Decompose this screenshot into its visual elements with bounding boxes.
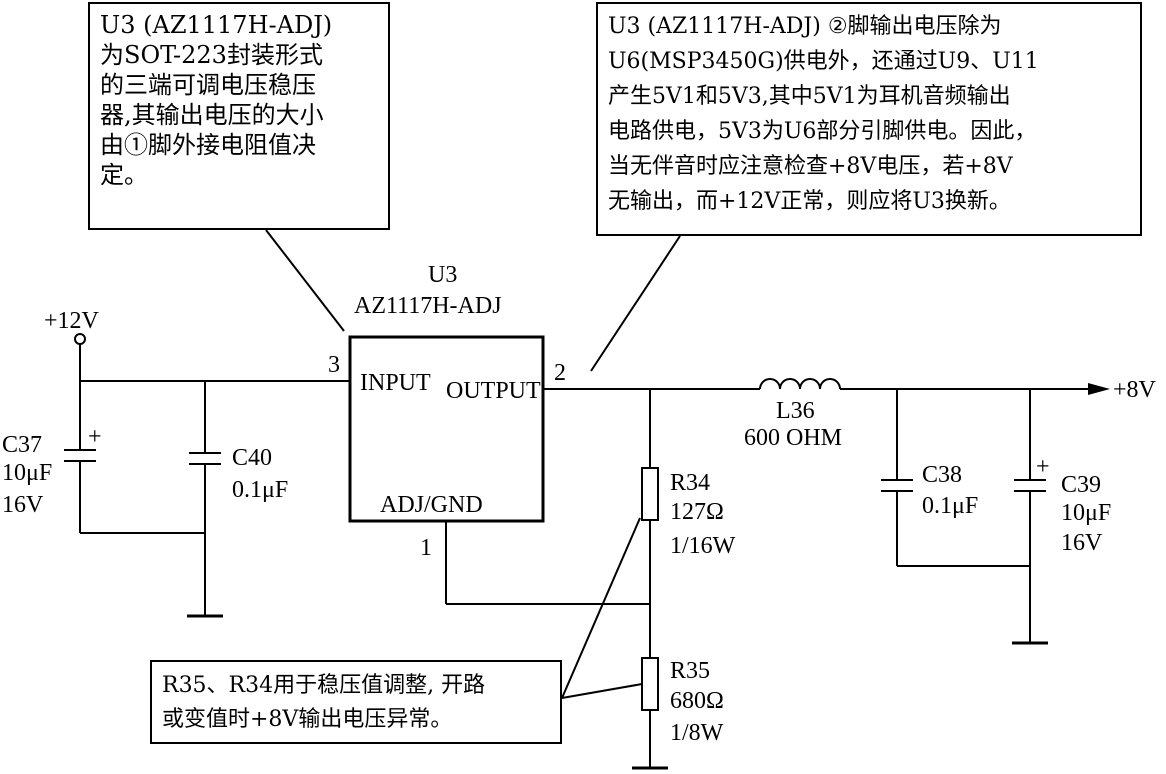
c39-polarity: + [1036, 454, 1050, 480]
note3-line: 或变值时+8V输出电压异常。 [162, 707, 453, 732]
r34-ref: R34 [670, 470, 710, 496]
c39-rating: 16V [1061, 530, 1103, 556]
r34-power: 1/16W [670, 533, 736, 559]
note1-line: 定。 [100, 161, 148, 189]
vout-label: +8V [1113, 377, 1157, 403]
pin-adj-label: ADJ/GND [380, 492, 483, 518]
pin-output-label: OUTPUT [446, 378, 541, 404]
leader-note3-r35 [561, 683, 643, 699]
r35-resistor [641, 657, 659, 711]
c37-rating: 16V [2, 492, 44, 518]
note1-line: U3 (AZ1117H-ADJ) [100, 11, 333, 39]
c37-value: 10μF [2, 460, 52, 486]
l36-inductor [759, 378, 841, 390]
note2-line: 当无伴音时应注意检查+8V电压，若+8V [608, 154, 1013, 179]
note-output-description: U3 (AZ1117H-ADJ) ②脚输出电压除为 U6(MSP3450G)供电… [596, 2, 1142, 236]
note-regulator-description: U3 (AZ1117H-ADJ) 为SOT-223封装形式 的三端可调电压稳压 … [88, 2, 390, 230]
note2-line: U3 (AZ1117H-ADJ) ②脚输出电压除为 [608, 14, 1002, 39]
note3-line: R35、R34用于稳压值调整, 开路 [162, 673, 486, 698]
vout-arrow [1088, 383, 1110, 395]
note2-line: 电路供电，5V3为U6部分引脚供电。因此， [608, 119, 1037, 144]
note1-line: 由①脚外接电阻值决 [100, 131, 316, 159]
pin3-number: 3 [328, 352, 340, 378]
u3-part-label: AZ1117H-ADJ [354, 293, 502, 319]
labels: +12V +8V U3 AZ1117H-ADJ INPUT OUTPUT ADJ… [2, 262, 1157, 746]
leader-note3-r34 [561, 517, 641, 699]
r34-resistor [641, 467, 659, 521]
note2-line: 无输出，而+12V正常，则应将U3换新。 [608, 189, 1011, 214]
leader-note2 [590, 235, 681, 372]
c37-ref: C37 [2, 432, 42, 458]
c40-value: 0.1μF [232, 477, 288, 503]
r35-value: 680Ω [670, 688, 724, 714]
r35-power: 1/8W [670, 720, 724, 746]
vin-label: +12V [44, 308, 100, 334]
c39-ref: C39 [1061, 472, 1101, 498]
vin-terminal [74, 333, 86, 345]
c38-value: 0.1μF [922, 493, 978, 519]
note2-line: U6(MSP3450G)供电外，还通过U9、U11 [608, 49, 1039, 74]
note1-line: 器,其输出电压的大小 [100, 101, 324, 129]
c40-ref: C40 [232, 445, 272, 471]
c39-value: 10μF [1061, 500, 1111, 526]
leader-note1 [265, 229, 345, 332]
l36-ref: L36 [776, 398, 815, 424]
note1-line: 为SOT-223封装形式 [100, 41, 323, 69]
note1-line: 的三端可调电压稳压 [100, 71, 316, 99]
note-divider-description: R35、R34用于稳压值调整, 开路 或变值时+8V输出电压异常。 [150, 660, 562, 744]
wires [64, 229, 1110, 770]
pin1-number: 1 [420, 535, 432, 561]
pin-input-label: INPUT [360, 370, 431, 396]
r35-ref: R35 [670, 658, 710, 684]
c38-ref: C38 [922, 462, 962, 488]
c37-polarity: + [88, 424, 102, 450]
u3-ref-label: U3 [428, 262, 457, 288]
l36-value: 600 OHM [744, 425, 842, 451]
pin2-number: 2 [554, 360, 566, 386]
r34-value: 127Ω [670, 499, 724, 525]
note2-line: 产生5V1和5V3,其中5V1为耳机音频输出 [608, 84, 1011, 109]
